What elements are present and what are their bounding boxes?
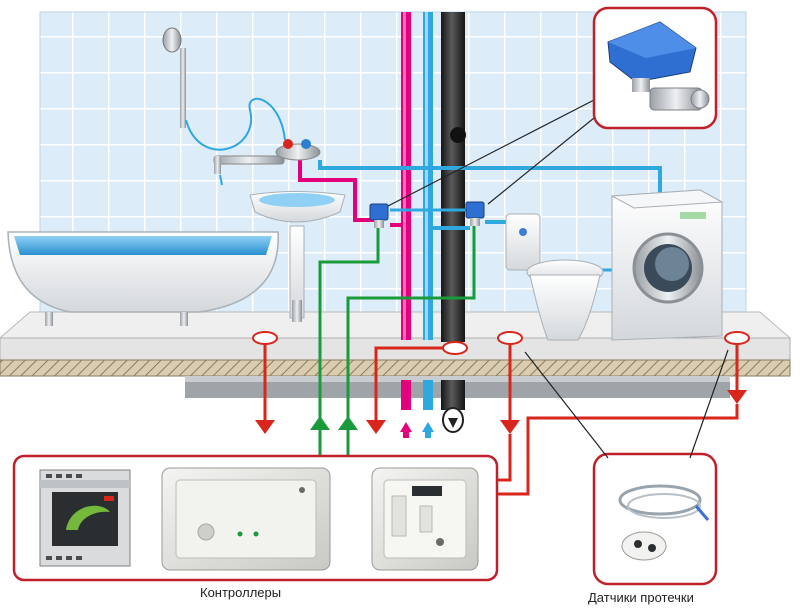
- sensor-pointer-lines: [524, 349, 729, 459]
- sensor-wires: [255, 344, 747, 496]
- washing-machine-icon: [610, 189, 724, 341]
- din-rail-controller-icon: [39, 469, 131, 567]
- valve-pointer-lines: [387, 99, 595, 207]
- faucet-icon: [213, 139, 321, 174]
- motorized-ball-valve-icon: [369, 201, 485, 228]
- floor-leak-sensors: [252, 331, 750, 355]
- switch-panel-icon: [371, 467, 479, 571]
- toilet-icon: [505, 213, 604, 341]
- sensors-callout: [592, 452, 718, 586]
- leak-sensors-caption: Датчики протечки: [588, 590, 694, 605]
- leak-sensor-icon: [618, 484, 710, 561]
- bathtub-icon: [7, 231, 279, 326]
- valve-callout: [592, 6, 718, 130]
- pipe-flow-arrows: [400, 407, 464, 438]
- motorized-valve-closeup: [607, 21, 710, 111]
- sink-icon: [249, 191, 346, 322]
- valve-control-wires: [310, 226, 476, 456]
- controllers-caption: Контроллеры: [200, 585, 282, 600]
- shower-icon: [162, 27, 286, 186]
- wall-controller-icon: [161, 467, 331, 571]
